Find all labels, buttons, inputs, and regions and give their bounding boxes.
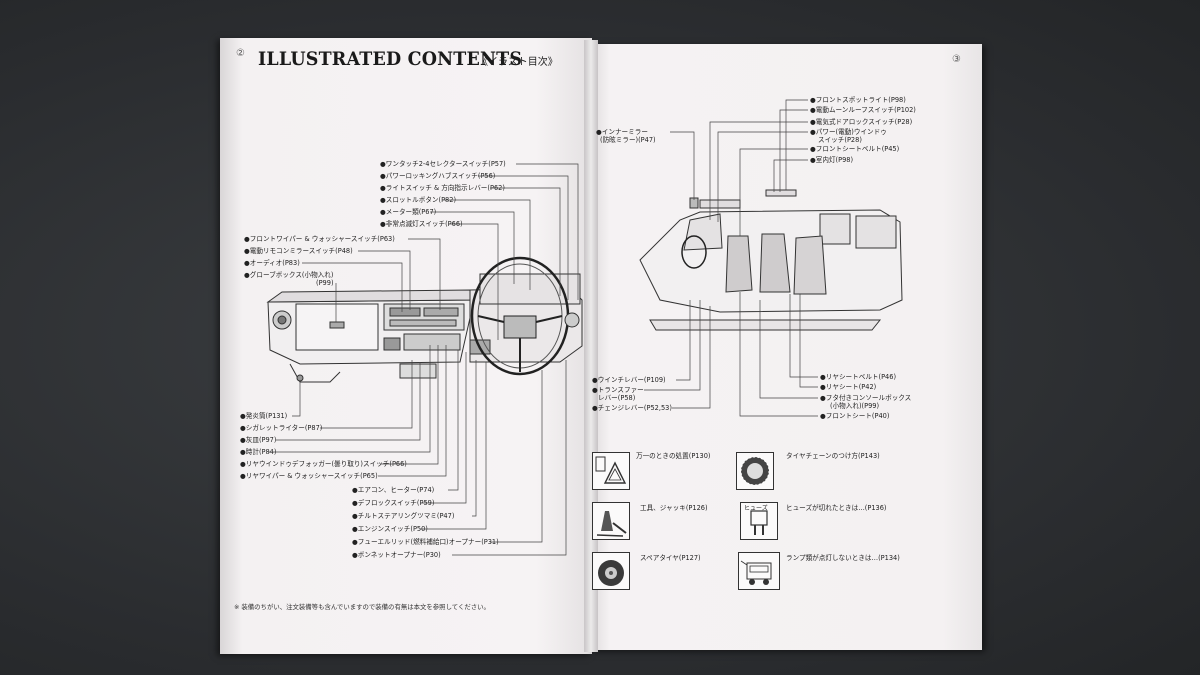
- label-console-box-page: (小物入れ)(P99): [830, 402, 880, 410]
- label-power-window-page: スイッチ(P28): [818, 136, 862, 144]
- cabin-leader-lines: [644, 99, 818, 417]
- book-gutter: [584, 40, 598, 652]
- label-hub-switch: ●パワーロッキングハブスイッチ(P56): [380, 172, 496, 180]
- label-ashtray: ●灰皿(P97): [240, 436, 277, 444]
- label-tilt-steering: ●チルトステアリングツマミ(P47): [352, 512, 455, 520]
- dashboard-leader-lines: [268, 163, 579, 556]
- label-console-box: ●フタ付きコンソールボックス: [820, 394, 912, 402]
- label-inner-mirror: ●インナーミラー: [596, 128, 648, 136]
- label-engine-switch: ●エンジンスイッチ(P50): [352, 525, 428, 533]
- label-audio: ●オーディオ(P83): [244, 259, 300, 267]
- label-rear-wiper: ●リヤワイパー & ウォッシャースイッチ(P65): [240, 472, 378, 480]
- label-front-seatbelt: ●フロントシートベルト(P45): [810, 145, 900, 153]
- emergency-label: 万一のときの処置(P130): [636, 452, 711, 460]
- footnote: ※ 装備のちがい、注文装備等も含んでいますので装備の有無は本文を参照してください…: [234, 603, 490, 611]
- car-lamp-icon: [738, 552, 780, 590]
- label-transfer-lever: ●トランスファー: [592, 386, 644, 394]
- right-page-number: ③: [952, 54, 961, 65]
- fuse-icon: [740, 502, 778, 540]
- label-clock: ●時計(P84): [240, 448, 277, 456]
- page-title: ILLUSTRATED CONTENTS: [258, 48, 523, 70]
- label-front-wiper: ●フロントワイパー & ウォッシャースイッチ(P63): [244, 235, 395, 243]
- label-light-switch: ●ライトスイッチ & 方向指示レバー(P62): [380, 184, 505, 192]
- label-mirror-switch: ●電動リモコンミラースイッチ(P48): [244, 247, 353, 255]
- lamp-label: ランプ類が点灯しないときは…(P134): [786, 554, 900, 562]
- label-spotlight: ●フロントスポットライト(P98): [810, 96, 906, 104]
- label-front-seat: ●フロントシート(P40): [820, 412, 890, 420]
- label-change-lever: ●チェンジレバー(P52,53): [592, 404, 672, 412]
- label-room-lamp: ●室内灯(P98): [810, 156, 854, 164]
- label-aircon: ●エアコン、ヒーター(P74): [352, 486, 435, 494]
- label-rear-seatbelt: ●リヤシートベルト(P46): [820, 373, 897, 381]
- label-power-window: ●パワー(電動)ウインドゥ: [810, 128, 887, 136]
- label-moonroof: ●電動ムーンルーフスイッチ(P102): [810, 106, 916, 114]
- label-hazard-switch: ●非常点滅灯スイッチ(P66): [380, 220, 463, 228]
- left-page-number: ②: [236, 48, 245, 59]
- spare-tire-label: スペアタイヤ(P127): [640, 554, 701, 562]
- fuse-tag: ヒューズ: [744, 505, 768, 512]
- jack-icon: [592, 502, 630, 540]
- dashboard-illustration: [266, 256, 583, 383]
- label-bonnet-opener: ●ボンネットオープナー(P30): [352, 551, 441, 559]
- label-diff-lock: ●デフロックスイッチ(P59): [352, 499, 435, 507]
- label-glove-box-page: (P99): [316, 279, 334, 287]
- label-flare: ●発炎筒(P131): [240, 412, 288, 420]
- label-inner-mirror-page: (防眩ミラー)(P47): [600, 136, 656, 144]
- label-meters: ●メーター類(P67): [380, 208, 437, 216]
- tire-chain-icon: [736, 452, 774, 490]
- label-glove-box: ●グローブボックス(小物入れ): [244, 271, 334, 279]
- label-fuel-lid: ●フューエルリッド(燃料補給口)オープナー(P31): [352, 538, 499, 546]
- label-door-lock: ●電気式ドアロックスイッチ(P28): [810, 118, 913, 126]
- label-rear-defogger: ●リヤウインドゥデフォッガー(曇り取り)スイッチ(P66): [240, 460, 407, 468]
- tire-chain-label: タイヤチェーンのつけ方(P143): [786, 452, 880, 460]
- cabin-illustration: [639, 189, 903, 331]
- label-selector-switch: ●ワンタッチ2-4セレクタースイッチ(P57): [380, 160, 506, 168]
- label-cigarette-lighter: ●シガレットライター(P87): [240, 424, 323, 432]
- page-subtitle: 《イラスト目次》: [478, 57, 558, 68]
- jack-label: 工具、ジャッキ(P126): [640, 504, 708, 512]
- label-throttle-button: ●スロットルボタン(P82): [380, 196, 457, 204]
- label-transfer-lever-page: レバー(P58): [598, 394, 636, 402]
- label-rear-seat: ●リヤシート(P42): [820, 383, 877, 391]
- fuse-label: ヒューズが切れたときは…(P136): [786, 504, 887, 512]
- warning-triangle-icon: [592, 452, 630, 490]
- spare-tire-icon: [592, 552, 630, 590]
- label-winch-lever: ●ウインチレバー(P109): [592, 376, 666, 384]
